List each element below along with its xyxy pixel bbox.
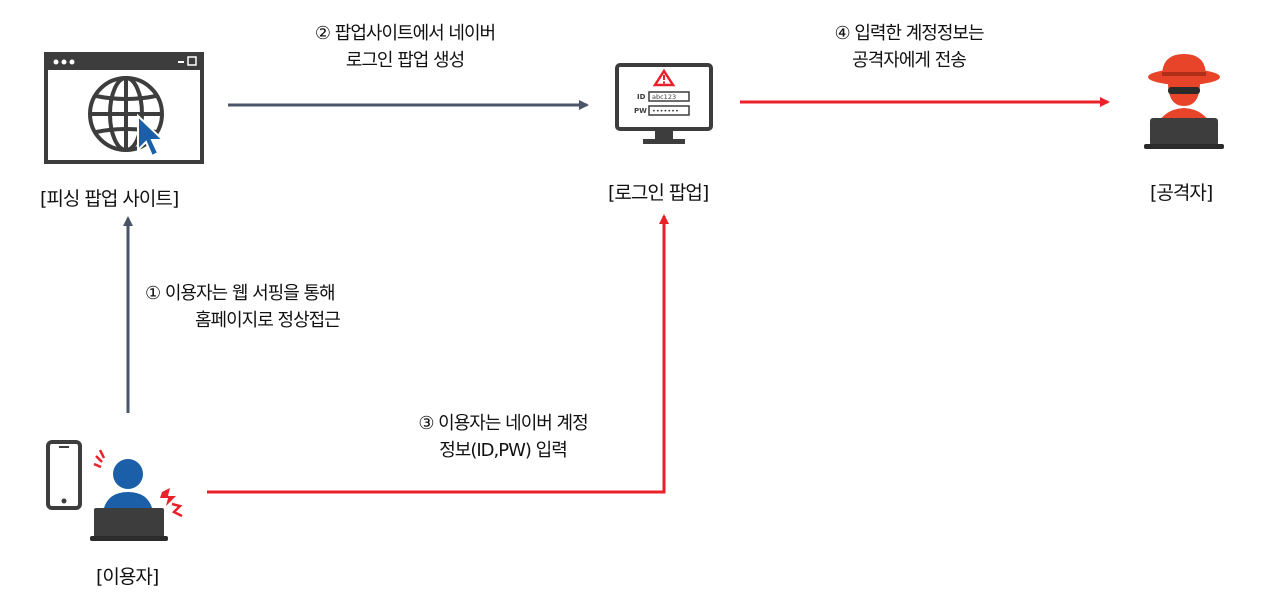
- user-laptop-icon: [46, 440, 183, 541]
- attacker-label: [공격자]: [1150, 182, 1213, 204]
- hacker-icon: [1144, 54, 1224, 149]
- step3-line1: ③ 이용자는 네이버 계정: [418, 413, 588, 434]
- id-field-value: abc123: [652, 93, 676, 101]
- id-field-label: ID: [637, 93, 646, 101]
- step3-text: ③ 이용자는 네이버 계정 정보(ID,PW) 입력: [378, 410, 628, 464]
- step4-line1: ④ 입력한 계정정보는: [834, 23, 984, 44]
- step2-line1: ② 팝업사이트에서 네이버: [314, 23, 496, 44]
- step2-line2: 로그인 팝업 생성: [345, 50, 465, 71]
- arrow-user-to-popup: [207, 214, 669, 494]
- pw-field-label: PW: [634, 107, 647, 115]
- step2-text: ② 팝업사이트에서 네이버 로그인 팝업 생성: [270, 20, 540, 74]
- step4-line2: 공격자에게 전송: [852, 50, 967, 71]
- step3-line2: 정보(ID,PW) 입력: [439, 440, 568, 461]
- monitor-login-icon: ID abc123 PW •••••••: [615, 63, 713, 144]
- browser-globe-icon: [44, 52, 204, 164]
- phishing-site-label: [피싱 팝업 사이트]: [40, 188, 179, 210]
- step1-line2: 홈페이지로 정상접근: [195, 310, 341, 331]
- pw-field-value: •••••••: [652, 107, 679, 115]
- user-label: [이용자]: [96, 566, 159, 588]
- step4-text: ④ 입력한 계정정보는 공격자에게 전송: [784, 20, 1034, 74]
- login-popup-label: [로그인 팝업]: [608, 182, 709, 204]
- step1-text: ① 이용자는 웹 서핑을 통해 홈페이지로 정상접근: [145, 280, 341, 334]
- step1-line1: ① 이용자는 웹 서핑을 통해: [145, 283, 336, 304]
